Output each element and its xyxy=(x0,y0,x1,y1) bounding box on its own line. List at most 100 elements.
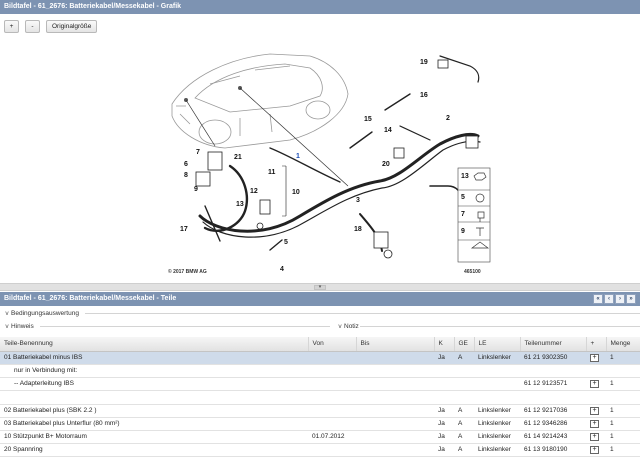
col-header-name[interactable]: Teile-Benennung xyxy=(0,337,309,352)
callout-11[interactable]: 11 xyxy=(268,169,276,176)
legend-9[interactable]: 9 xyxy=(461,228,465,235)
callout-17[interactable]: 17 xyxy=(180,226,188,233)
memo-label: Notiz xyxy=(344,323,359,330)
k-cell: Ja xyxy=(434,351,454,365)
add-to-list-icon[interactable]: + xyxy=(590,419,599,428)
col-header-k[interactable]: K xyxy=(434,337,455,352)
k-cell: Ja xyxy=(434,417,454,431)
callout-19[interactable]: 19 xyxy=(420,59,428,66)
callout-2[interactable]: 2 xyxy=(446,115,450,122)
condition-eval-label: Bedingungsauswertung xyxy=(11,310,79,317)
add-to-list-icon[interactable]: + xyxy=(590,445,599,454)
callout-21[interactable]: 21 xyxy=(234,154,242,161)
to-date-cell xyxy=(356,430,434,444)
to-date-cell xyxy=(356,377,434,391)
to-date-cell xyxy=(356,417,434,431)
callout-6[interactable]: 6 xyxy=(184,161,188,168)
add-cell: + xyxy=(586,351,606,365)
divider xyxy=(85,313,640,314)
first-page-icon[interactable]: « xyxy=(593,294,603,304)
part-name-cell xyxy=(0,390,308,405)
part-number-cell: 61 12 9217036 xyxy=(520,404,586,418)
table-row[interactable]: nur in Verbindung mit: xyxy=(0,364,640,378)
callout-20[interactable]: 20 xyxy=(382,161,390,168)
last-page-icon[interactable]: » xyxy=(626,294,636,304)
col-header-qty[interactable]: Menge xyxy=(606,337,640,352)
prev-page-icon[interactable]: ‹ xyxy=(604,294,614,304)
callout-4[interactable]: 4 xyxy=(280,266,284,273)
panel-splitter[interactable]: ▾ xyxy=(0,283,640,291)
table-row[interactable] xyxy=(0,390,640,405)
parts-illustration[interactable]: 1 2 3 4 5 6 7 8 9 10 11 12 13 14 15 16 1… xyxy=(0,36,640,282)
part-name-cell: 10 Stützpunkt B+ Motorraum xyxy=(0,430,308,444)
from-date-cell xyxy=(308,443,356,457)
callout-3[interactable]: 3 xyxy=(356,197,360,204)
chevron-down-icon: v xyxy=(338,323,342,330)
to-date-cell xyxy=(356,404,434,418)
zoom-out-button[interactable]: - xyxy=(25,20,40,33)
callout-10[interactable]: 10 xyxy=(292,189,300,196)
graphic-panel-title: Bildtafel - 61_2676: Batteriekabel/Messe… xyxy=(0,0,640,14)
original-size-button[interactable]: Originalgröße xyxy=(46,20,98,33)
splitter-grip-icon[interactable]: ▾ xyxy=(314,285,326,290)
add-to-list-icon[interactable]: + xyxy=(590,379,599,388)
callout-12[interactable]: 12 xyxy=(250,188,258,195)
col-header-part-number[interactable]: Teilenummer xyxy=(520,337,587,352)
steering-cell xyxy=(474,377,520,391)
pagination-controls: « ‹ › » xyxy=(593,294,636,304)
callout-9[interactable]: 9 xyxy=(194,186,198,193)
ge-cell xyxy=(454,377,474,391)
callout-13[interactable]: 13 xyxy=(236,201,244,208)
from-date-cell xyxy=(308,351,356,365)
legend-5[interactable]: 5 xyxy=(461,194,465,201)
steering-cell: Linkslenker xyxy=(474,430,520,444)
callout-16[interactable]: 16 xyxy=(420,92,428,99)
steering-cell: Linkslenker xyxy=(474,417,520,431)
quantity-cell: 1 xyxy=(606,443,640,457)
part-number-cell: 61 12 9346286 xyxy=(520,417,586,431)
from-date-cell xyxy=(308,364,356,378)
drawing-id: 465100 xyxy=(464,269,481,275)
col-header-from[interactable]: Von xyxy=(308,337,357,352)
quantity-cell xyxy=(606,390,640,405)
add-to-list-icon[interactable]: + xyxy=(590,406,599,415)
terminal-parts xyxy=(195,59,479,259)
col-header-add[interactable]: + xyxy=(586,337,607,352)
table-row[interactable]: 03 Batteriekabel plus Unterflur (80 mm²)… xyxy=(0,417,640,431)
add-to-list-icon[interactable]: + xyxy=(590,432,599,441)
callout-7[interactable]: 7 xyxy=(196,149,200,156)
col-header-le[interactable]: LE xyxy=(474,337,521,352)
small-parts-legend: 13 5 7 9 xyxy=(457,167,491,263)
callout-8[interactable]: 8 xyxy=(184,172,188,179)
parts-table: Teile-Benennung Von Bis K GE LE Teilenum… xyxy=(0,337,640,457)
from-date-cell xyxy=(308,377,356,391)
steering-cell xyxy=(474,364,520,378)
col-header-ge[interactable]: GE xyxy=(454,337,475,352)
part-name-cell: 02 Batteriekabel plus (SBK 2.2 ) xyxy=(0,404,308,418)
next-page-icon[interactable]: › xyxy=(615,294,625,304)
ge-cell xyxy=(454,390,474,405)
legend-7[interactable]: 7 xyxy=(461,211,465,218)
legend-13[interactable]: 13 xyxy=(461,173,469,180)
callout-5[interactable]: 5 xyxy=(284,239,288,246)
callout-14[interactable]: 14 xyxy=(384,127,392,134)
callout-1[interactable]: 1 xyxy=(296,153,300,160)
callout-15[interactable]: 15 xyxy=(364,116,372,123)
add-to-list-icon[interactable]: + xyxy=(590,353,599,362)
zoom-in-button[interactable]: + xyxy=(4,20,19,33)
quantity-cell xyxy=(606,364,640,378)
k-cell xyxy=(434,390,454,405)
part-number-cell xyxy=(520,390,586,405)
callout-18[interactable]: 18 xyxy=(354,226,362,233)
from-date-cell: 01.07.2012 xyxy=(308,430,356,444)
col-header-to[interactable]: Bis xyxy=(356,337,435,352)
